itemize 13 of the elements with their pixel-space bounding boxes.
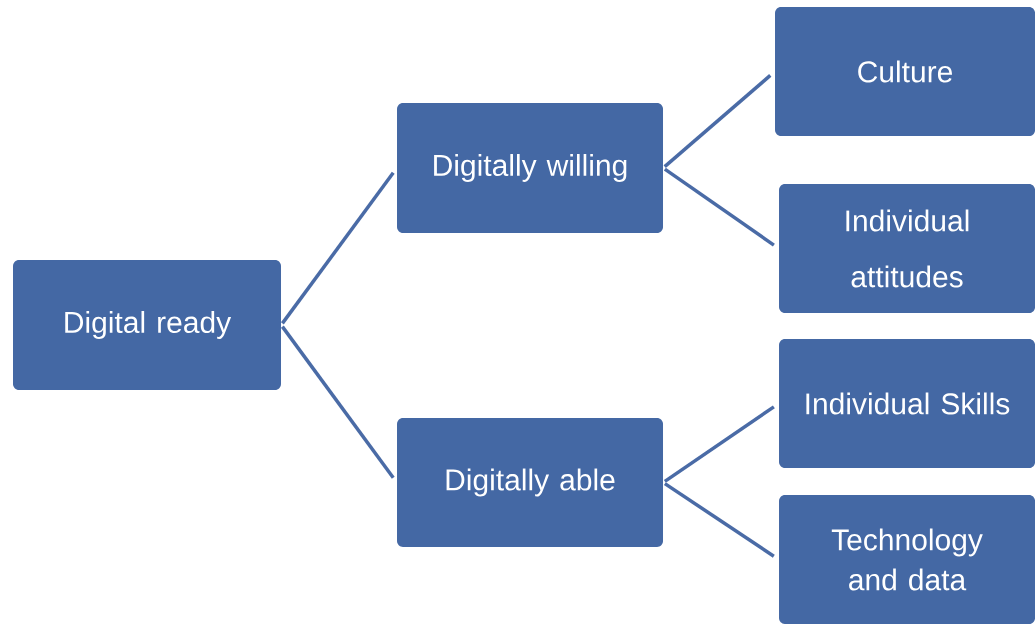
box: Culture [775,7,1035,136]
connector-line [663,167,775,247]
connector-line [663,482,775,558]
connector-line [663,74,772,169]
box: Technology and data [779,495,1035,624]
box: Individual attitudes [779,184,1035,313]
box: Individual Skills [779,339,1035,468]
box: Digitally willing [397,103,663,233]
connector-line [280,325,395,479]
box: Digital ready [13,260,281,390]
box: Digitally able [397,418,663,547]
connector-line [281,171,395,325]
connector-line [663,405,775,483]
